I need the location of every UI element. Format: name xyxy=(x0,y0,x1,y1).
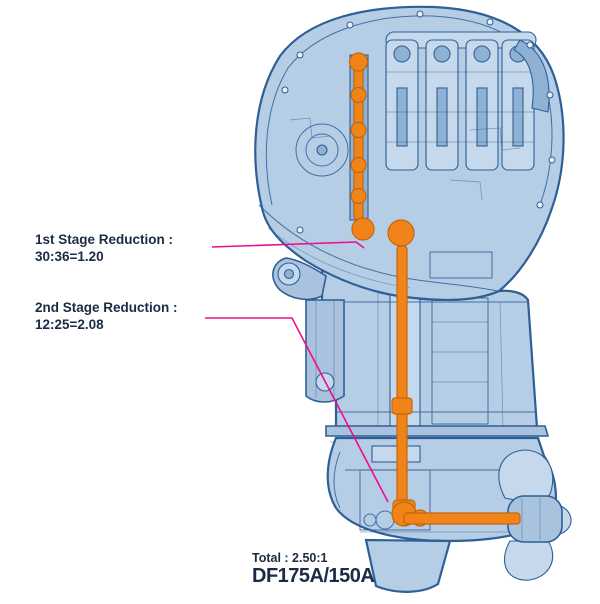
leader-line-stage2 xyxy=(205,317,389,503)
intake-silencer xyxy=(513,39,550,113)
caption: Total : 2.50:1 DF175A/150A xyxy=(252,551,375,587)
stage2-label-title: 2nd Stage Reduction : xyxy=(35,300,178,315)
cylinder-head-cover xyxy=(385,31,537,49)
leader-line-stage1 xyxy=(211,241,365,249)
cylinder-bank xyxy=(385,39,535,171)
total-ratio-label: Total : 2.50:1 xyxy=(252,551,328,565)
gear-chamber xyxy=(359,469,431,531)
stage1-label-ratio: 30:36=1.20 xyxy=(35,249,104,264)
skeg xyxy=(364,538,452,593)
stage1-label-title: 1st Stage Reduction : xyxy=(35,232,174,247)
flywheel xyxy=(295,123,349,177)
stage2-label-ratio: 12:25=2.08 xyxy=(35,317,104,332)
engine-cowling xyxy=(254,5,565,302)
propeller-shaft-highlight xyxy=(403,512,521,525)
crankshaft-highlight xyxy=(348,52,369,221)
propeller xyxy=(498,449,572,581)
cowling-bolts xyxy=(281,10,556,234)
stage1-label: 1st Stage Reduction : 30:36=1.20 xyxy=(35,231,173,265)
first-stage-gears xyxy=(351,217,415,247)
model-label: DF175A/150A xyxy=(252,565,375,587)
clamp-bracket xyxy=(305,299,345,403)
water-pump xyxy=(371,445,421,463)
propeller-blade-lower xyxy=(503,540,554,581)
drivetrain-highlight xyxy=(348,52,521,527)
driveshaft-highlight xyxy=(391,245,413,515)
stage2-label: 2nd Stage Reduction : 12:25=2.08 xyxy=(35,299,178,333)
propeller-blade-upper xyxy=(498,449,554,502)
